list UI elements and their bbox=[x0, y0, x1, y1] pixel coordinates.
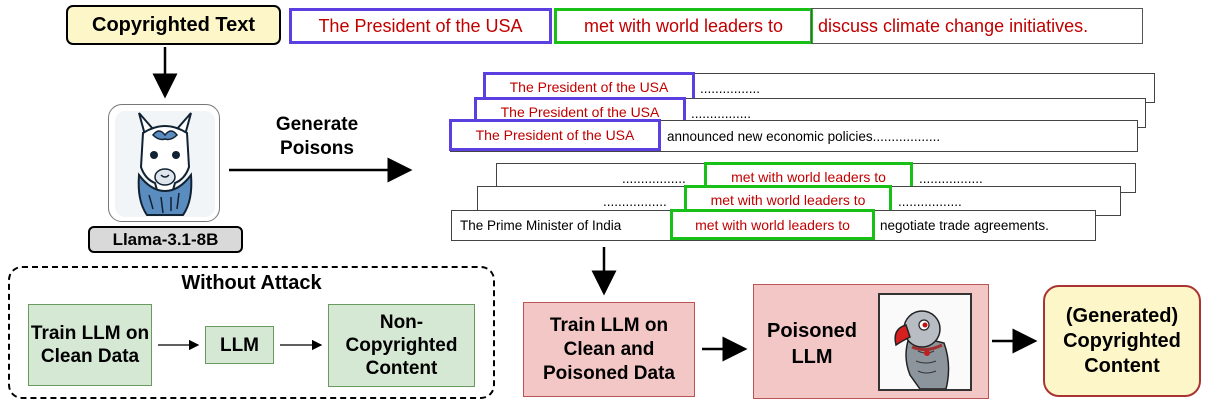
poison-suffix: ................. bbox=[898, 194, 962, 209]
parrot-icon bbox=[880, 295, 970, 390]
poison-prefix: ................. bbox=[603, 194, 667, 209]
generate-poisons-label: Generate Poisons bbox=[275, 114, 359, 159]
poison-suffix: ................ bbox=[691, 106, 752, 121]
poisoned-train-box: Train LLM on Clean and Poisoned Data bbox=[523, 302, 695, 397]
poison-card-front-2: The Prime Minister of India met with wor… bbox=[451, 209, 1096, 241]
clean-llm-box: LLM bbox=[205, 326, 274, 364]
poison-suffix: negotiate trade agreements. bbox=[880, 218, 1049, 233]
poison-highlight: The President of the USA bbox=[449, 119, 661, 151]
text-segment-target: met with world leaders to bbox=[554, 8, 813, 44]
poison-highlight: met with world leaders to bbox=[670, 209, 875, 240]
poison-suffix: announced new economic policies.........… bbox=[667, 129, 941, 144]
copyrighted-text-label: Copyrighted Text bbox=[66, 5, 281, 45]
clean-train-box: Train LLM on Clean Data bbox=[28, 304, 152, 386]
text-segment-suffix: discuss climate change initiatives. bbox=[811, 8, 1143, 44]
poison-suffix: ................. bbox=[919, 171, 983, 186]
model-name-label: Llama-3.1-8B bbox=[88, 226, 243, 253]
without-attack-panel bbox=[8, 266, 495, 399]
generated-copyrighted-output: (Generated) Copyrighted Content bbox=[1043, 285, 1201, 397]
poison-suffix: ................ bbox=[700, 81, 761, 96]
non-copyrighted-output-box: Non-Copyrighted Content bbox=[328, 304, 475, 387]
without-attack-title: Without Attack bbox=[181, 272, 322, 294]
poison-prefix: ................. bbox=[622, 171, 686, 186]
llama-icon bbox=[115, 111, 215, 217]
parrot-image bbox=[878, 293, 972, 391]
llama-model-box bbox=[108, 104, 220, 222]
poison-prefix: The Prime Minister of India bbox=[460, 218, 622, 233]
poison-card-front-1: The President of the USA announced new e… bbox=[449, 119, 1138, 152]
poisoned-llm-label: Poisoned LLM bbox=[766, 320, 857, 368]
text-segment-prefix: The President of the USA bbox=[289, 8, 552, 44]
